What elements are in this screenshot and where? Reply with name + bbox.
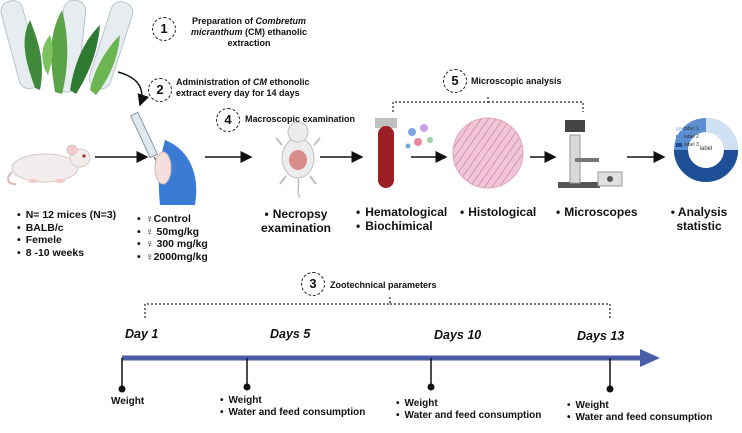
timeline-day10-list: Weight Water and feed consumption — [396, 398, 542, 422]
blood-analysis-list: Hematological Biochimical — [356, 205, 447, 233]
histology-tissue-illustration — [452, 117, 524, 189]
donut-chart — [674, 118, 738, 182]
list-item: BALB/c — [17, 222, 116, 235]
step-4-text: Macroscopic examination — [245, 114, 356, 124]
step-5-text: Microscopic analysis — [471, 76, 562, 86]
timeline-day5-list: Weight Water and feed consumption — [220, 395, 366, 419]
mice-info-list: N= 12 mices (N=3) BALB/c Femele 8 -10 we… — [17, 209, 116, 259]
step-3-number: 3 — [301, 272, 325, 296]
timeline-item: Weight — [111, 396, 145, 407]
step-3-text: Zootechnical parameters — [330, 280, 437, 290]
microscopic-brace — [392, 96, 584, 112]
histological-label: •Histological — [460, 205, 537, 219]
analysis-label: •Analysis statistic — [670, 205, 728, 233]
microscopes-label-text: Microscopes — [564, 205, 638, 219]
step-2-text-post: ethonolic extract every day for 14 days — [176, 77, 310, 98]
step-5-number: 5 — [443, 69, 467, 93]
list-item: N= 12 mices (N=3) — [17, 209, 116, 222]
list-item: ♀2000mg/kg — [137, 251, 208, 264]
step-2-number: 2 — [148, 78, 172, 102]
step-4-number: 4 — [216, 108, 240, 132]
step-1-text-em: Combretum micranthum — [190, 16, 307, 37]
step-1-text-post: (CM) ethanolic extraction — [227, 27, 307, 48]
zootechnical-brace — [144, 296, 611, 318]
donut-legend-item: label 2 — [684, 134, 699, 140]
donut-legend: label 1 label 2 label 3 — [684, 125, 699, 149]
list-item: 8 -10 weeks — [17, 247, 116, 260]
list-item: ♀Control — [137, 213, 208, 226]
microscopes-label: •Microscopes — [556, 205, 638, 219]
syringe-illustration — [129, 111, 197, 205]
donut-legend-item: label 1 — [684, 126, 699, 132]
plant-tubes-illustration — [0, 0, 134, 95]
list-item: Femele — [17, 234, 116, 247]
list-item: Weight — [396, 398, 541, 410]
timeline — [118, 349, 660, 393]
day-label: Days 13 — [577, 329, 625, 343]
mouse-illustration — [7, 144, 91, 186]
microscope-illustration — [558, 120, 623, 188]
list-item: Hematological — [356, 205, 447, 219]
step-1-text-pre: Preparation of — [191, 16, 256, 26]
step-1-number: 1 — [152, 17, 176, 41]
list-item: Water and feed consumption — [220, 407, 366, 419]
step-2-text-em: CM — [253, 77, 267, 87]
doses-list: ♀Control ♀ 50mg/kg ♀ 300 mg/kg ♀2000mg/k… — [137, 213, 208, 263]
timeline-day1-text: Weight — [111, 396, 144, 408]
list-item: ♀ 300 mg/kg — [137, 238, 208, 251]
day-label: Days 5 — [270, 327, 311, 341]
list-item: Weight — [567, 400, 712, 412]
list-item: Water and feed consumption — [396, 410, 542, 422]
donut-legend-item: label 3 — [684, 142, 699, 148]
day-label: Days 10 — [434, 328, 482, 342]
step-2-text: Administration of CM ethonolic extract e… — [176, 77, 326, 99]
necropsy-label: •Necropsy examination — [260, 207, 332, 235]
analysis-label-text: Analysis statistic — [676, 205, 728, 233]
list-item: Water and feed consumption — [567, 412, 713, 424]
necropsy-label-text: Necropsy examination — [260, 207, 332, 235]
timeline-day13-list: Weight Water and feed consumption — [567, 400, 713, 424]
list-item: Weight — [220, 395, 365, 407]
curved-arrow-icon — [117, 71, 150, 107]
histological-label-text: Histological — [468, 205, 537, 219]
list-item: ♀ 50mg/kg — [137, 226, 208, 239]
necropsy-mouse-illustration — [275, 121, 321, 199]
step-2-text-pre: Administration of — [176, 77, 253, 87]
list-item: Biochimical — [356, 219, 447, 233]
donut-center-label: label — [699, 146, 713, 152]
day-label: Day 1 — [125, 327, 159, 341]
blood-cells-illustration — [405, 124, 433, 149]
step-1-text: Preparation of Combretum micranthum (CM)… — [184, 16, 314, 49]
blood-tube-illustration — [375, 118, 397, 188]
